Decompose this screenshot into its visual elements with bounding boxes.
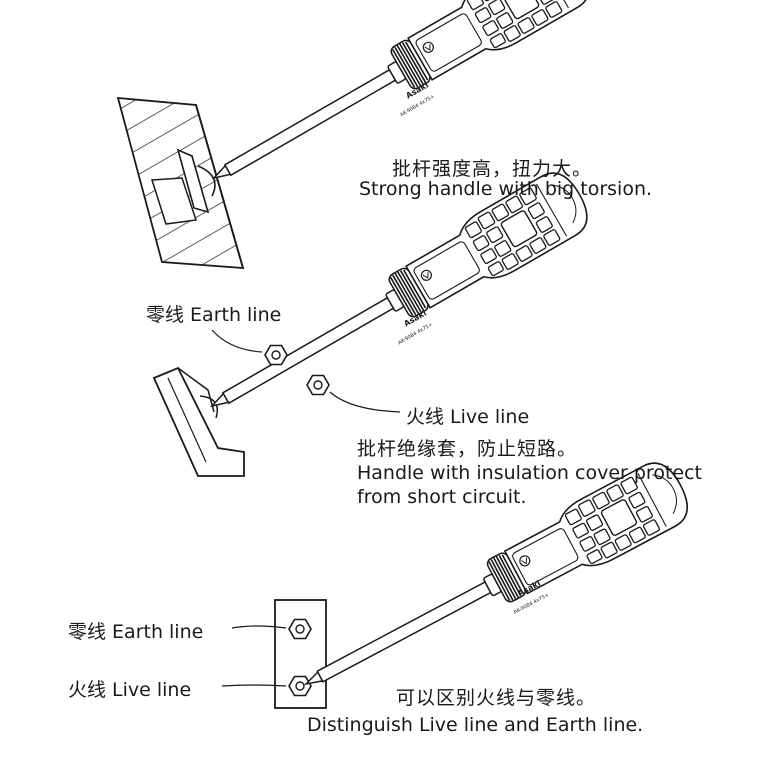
live-nut-2 (307, 376, 329, 395)
workpiece-wall (118, 98, 243, 268)
panel1-caption-en: Strong handle with big torsion. (359, 178, 652, 200)
bracket (154, 368, 244, 476)
panel3-live-label: 火线 Live line (68, 675, 191, 702)
panel2-live-label: 火线 Live line (406, 402, 529, 429)
live-leader-3 (222, 685, 286, 686)
panel2-earth-label: 零线 Earth line (146, 300, 281, 327)
live-nut-3 (289, 677, 311, 696)
panel2-caption-cn: 批杆绝缘套，防止短路。 (357, 434, 577, 461)
earth-nut-2 (265, 346, 287, 365)
panel2-caption-en-1: Handle with insulation cover protect (357, 462, 702, 484)
panel3-earth-label: 零线 Earth line (68, 617, 203, 644)
panel3-caption-cn: 可以区别火线与零线。 (396, 683, 596, 710)
panel3-caption-en: Distinguish Live line and Earth line. (307, 714, 643, 736)
live-leader-2 (330, 392, 400, 412)
panel1-caption-cn: 批杆强度高，扭力大。 (392, 154, 592, 181)
panel2-caption-en-2: from short circuit. (357, 486, 527, 508)
earth-nut-3 (289, 620, 311, 639)
earth-leader-2 (212, 330, 262, 352)
